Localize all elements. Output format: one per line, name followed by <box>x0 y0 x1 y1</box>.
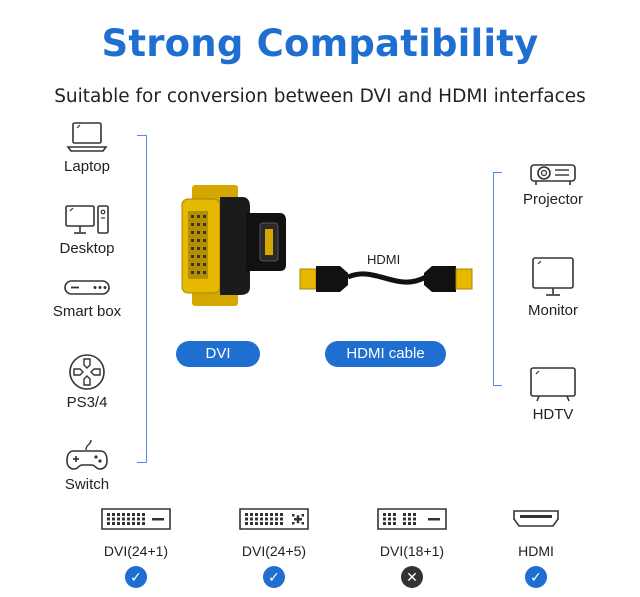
device-label: PS3/4 <box>66 394 108 411</box>
device-monitor: Monitor <box>508 254 598 319</box>
left-bracket-tick <box>137 462 146 463</box>
compatible-check-icon: ✓ <box>125 566 147 588</box>
device-switch: Switch <box>42 436 132 493</box>
device-laptop: Laptop <box>42 120 132 175</box>
device-label: Projector <box>522 191 584 208</box>
smart-box-icon <box>64 280 110 295</box>
device-desktop: Desktop <box>42 202 132 257</box>
compatible-check-icon: ✓ <box>263 566 285 588</box>
right-bracket-tick <box>493 172 502 173</box>
laptop-icon <box>66 122 108 152</box>
dvi-pill: DVI <box>176 341 260 367</box>
right-bracket-line <box>493 172 494 386</box>
tv-icon <box>530 367 576 402</box>
connector-label: DVI(24+1) <box>103 543 169 559</box>
device-label: Switch <box>64 476 110 493</box>
dvi-24-1-connector-icon <box>101 508 171 530</box>
device-label: Laptop <box>64 158 110 175</box>
connector-label: DVI(24+5) <box>241 543 307 559</box>
connector-dvi-24-5: DVI(24+5) <box>214 506 334 559</box>
compatible-check-icon: ✓ <box>525 566 547 588</box>
connector-label: DVI(18+1) <box>379 543 445 559</box>
hdmi-cable-pill: HDMI cable <box>325 341 446 367</box>
page-subtitle: Suitable for conversion between DVI and … <box>54 86 586 107</box>
device-label: Monitor <box>527 302 579 319</box>
page-title: Strong Compatibility <box>101 22 539 65</box>
device-ps: PS3/4 <box>42 352 132 411</box>
cable-label: HDMI <box>367 252 401 267</box>
connector-label: HDMI <box>518 543 554 559</box>
device-hdtv: HDTV <box>508 364 598 423</box>
right-bracket-tick <box>493 385 502 386</box>
gamepad-icon <box>69 354 105 390</box>
device-label: Desktop <box>59 240 115 257</box>
left-bracket-tick <box>137 135 146 136</box>
incompatible-cross-icon: ✕ <box>401 566 423 588</box>
device-projector: Projector <box>508 155 598 208</box>
connector-dvi-24-1: DVI(24+1) <box>76 506 196 559</box>
desktop-icon <box>65 205 109 234</box>
dvi-18-1-connector-icon <box>377 508 447 530</box>
connector-dvi-18-1: DVI(18+1) <box>352 506 472 559</box>
device-label: HDTV <box>532 406 574 423</box>
dvi-hdmi-adapter-image <box>181 185 286 306</box>
device-label: Smart box <box>52 303 122 320</box>
hdmi-cable-image <box>299 266 473 292</box>
left-bracket-line <box>146 135 147 463</box>
hdmi-connector-icon <box>513 510 559 527</box>
device-smart-box: Smart box <box>42 275 132 320</box>
projector-icon <box>530 164 576 185</box>
switch-controller-icon <box>66 439 108 470</box>
dvi-24-5-connector-icon <box>239 508 309 530</box>
monitor-icon <box>532 257 574 296</box>
connector-hdmi: HDMI <box>476 506 596 559</box>
